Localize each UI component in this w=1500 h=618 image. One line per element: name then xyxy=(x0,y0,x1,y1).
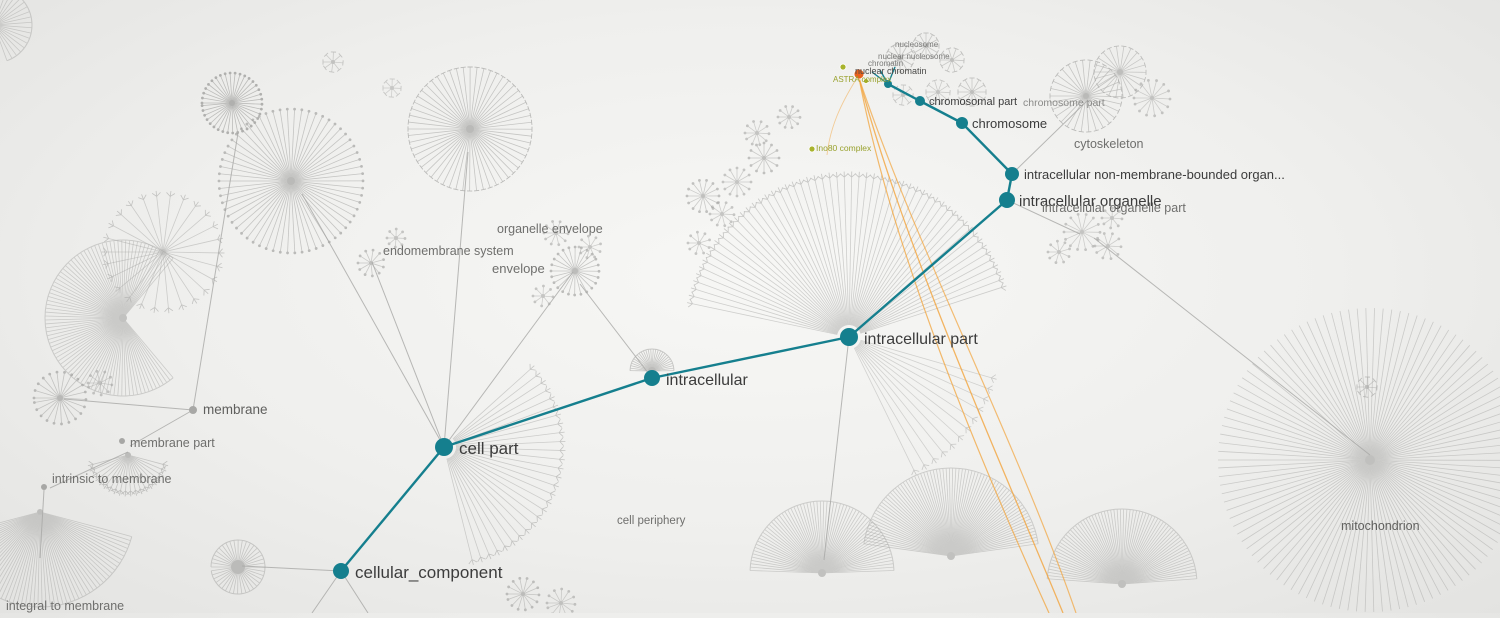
tree-cluster xyxy=(864,468,1038,560)
term-label: envelope xyxy=(492,261,545,276)
tree-cluster xyxy=(687,231,711,255)
gray-node[interactable] xyxy=(41,484,47,490)
node-cellular-component[interactable] xyxy=(333,563,349,579)
tree-cluster xyxy=(546,588,577,613)
term-label: cell periphery xyxy=(617,515,686,527)
tree-cluster xyxy=(1218,308,1500,612)
tree-cluster xyxy=(357,249,385,278)
tree-cluster xyxy=(447,364,566,565)
tree-cluster xyxy=(777,105,802,129)
tree-cluster xyxy=(0,509,132,607)
node-cell-part[interactable] xyxy=(435,438,453,456)
tree-cluster xyxy=(1357,377,1377,397)
node-label-cell-part[interactable]: cell part xyxy=(459,439,519,458)
term-label: chromosome part xyxy=(1023,97,1105,109)
node-label-chromosomal-part[interactable]: chromosomal part xyxy=(929,96,1017,108)
tree-cluster xyxy=(1047,240,1071,264)
tree-cluster xyxy=(506,577,541,611)
term-label: membrane xyxy=(203,402,268,417)
gray-node[interactable] xyxy=(189,406,197,414)
tree-cluster xyxy=(686,179,721,213)
tree-cluster xyxy=(687,172,1006,335)
tree-cluster xyxy=(33,371,88,426)
tree-cluster xyxy=(1050,60,1122,132)
term-label: ASTRA complex xyxy=(833,75,891,84)
node-chromosomal-part[interactable] xyxy=(915,96,925,106)
green-node-1[interactable] xyxy=(840,64,846,70)
node-chromosome[interactable] xyxy=(956,117,968,129)
term-label: mitochondrion xyxy=(1341,519,1420,533)
node-intracellular-organelle[interactable] xyxy=(999,192,1015,208)
tree-cluster xyxy=(1047,509,1197,588)
node-label-intracellular-nmb-organelle[interactable]: intracellular non-membrane-bounded organ… xyxy=(1024,167,1285,182)
tree-cluster xyxy=(218,108,365,255)
node-intracellular[interactable] xyxy=(644,370,660,386)
node-label-cellular-component[interactable]: cellular_component xyxy=(355,563,503,582)
tree-cluster xyxy=(722,167,753,198)
tree-cluster xyxy=(1094,232,1123,260)
node-label-intracellular-part[interactable]: intracellular part xyxy=(864,331,978,348)
term-label: nucleosome xyxy=(895,40,939,49)
term-label: organelle envelope xyxy=(497,222,603,236)
tree-cluster xyxy=(748,142,781,175)
tree-cluster xyxy=(201,72,264,135)
gray-node[interactable] xyxy=(119,438,125,444)
term-label: intracellular organelle part xyxy=(1042,201,1186,215)
tree-cluster xyxy=(323,52,343,72)
tree-cluster xyxy=(0,0,32,61)
tree-cluster xyxy=(854,340,996,475)
tree-cluster xyxy=(1094,46,1146,98)
tree-cluster xyxy=(744,120,771,146)
term-label: Ino80 complex xyxy=(816,143,872,153)
tree-cluster xyxy=(383,79,401,97)
node-intracellular-nmb-organelle[interactable] xyxy=(1005,167,1019,181)
term-label: integral to membrane xyxy=(6,599,124,613)
node-label-chromosome[interactable]: chromosome xyxy=(972,116,1047,131)
green-node-3[interactable] xyxy=(809,146,815,152)
term-label: intrinsic to membrane xyxy=(52,472,172,486)
node-intracellular-part[interactable] xyxy=(840,328,858,346)
tree-cluster xyxy=(532,285,555,308)
tree-cluster xyxy=(578,235,602,259)
tree-cluster xyxy=(408,67,532,191)
term-label: membrane part xyxy=(130,436,215,450)
node-label-intracellular[interactable]: intracellular xyxy=(666,372,748,389)
term-label: cytoskeleton xyxy=(1074,137,1144,151)
tree-cluster xyxy=(709,201,736,227)
term-label: endomembrane system xyxy=(383,244,514,258)
